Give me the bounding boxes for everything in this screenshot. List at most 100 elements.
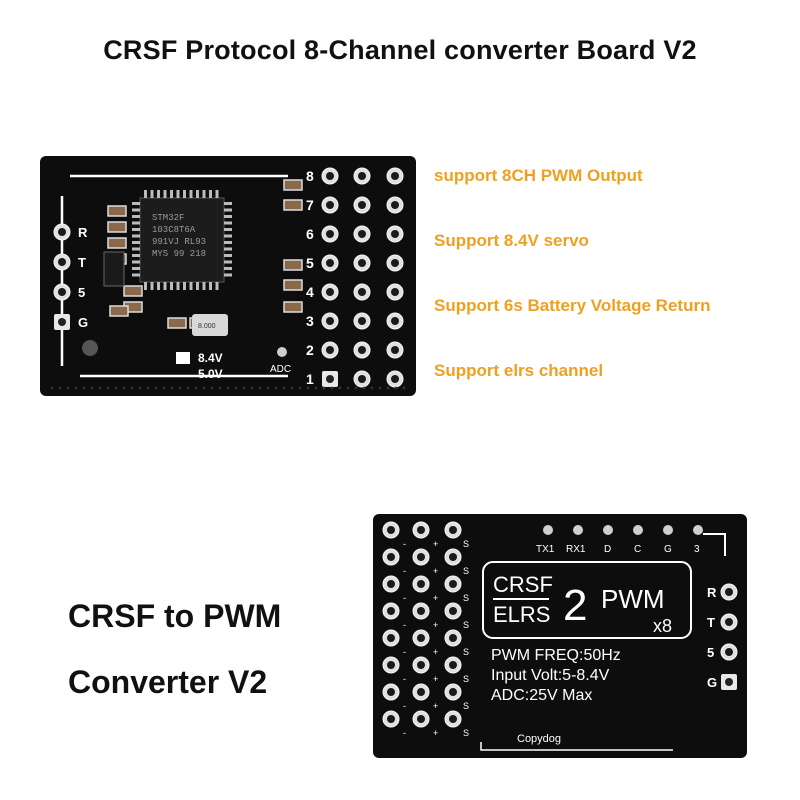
top-pin-3 xyxy=(693,525,703,535)
column-mark-plus: + xyxy=(433,728,438,738)
border-dot xyxy=(354,386,358,390)
top-pin-label-1: RX1 xyxy=(566,544,586,555)
channel-pin-a-5-hole xyxy=(326,259,334,267)
top-pin-label-0: TX1 xyxy=(536,544,555,555)
chip-pin xyxy=(176,190,180,198)
bottom-side-pin-label-0: R xyxy=(707,585,717,600)
chip-pin xyxy=(189,282,193,290)
bottom-pin-c-6-hole xyxy=(449,688,457,696)
smd-component-12 xyxy=(283,301,303,313)
channel-pin-b-4-hole xyxy=(358,288,366,296)
logo-crsf: CRSF xyxy=(493,572,553,597)
border-dot xyxy=(362,386,366,390)
chip-pin xyxy=(209,282,212,290)
chip-pin xyxy=(183,282,186,290)
smd-component-4 xyxy=(123,285,143,297)
column-mark-minus: - xyxy=(403,647,406,657)
border-dot xyxy=(330,386,334,390)
bottom-side-pin-R-hole xyxy=(725,588,733,596)
bottom-side-pin-G-hole xyxy=(725,678,733,686)
border-dot xyxy=(82,386,86,390)
border-dot xyxy=(202,386,206,390)
channel-pin-a-7-hole xyxy=(326,201,334,209)
column-mark-s: S xyxy=(463,566,469,576)
column-mark-plus: + xyxy=(433,593,438,603)
bottom-pin-a-0-hole xyxy=(387,526,395,534)
border-dot xyxy=(402,386,406,390)
border-dot xyxy=(194,386,198,390)
column-mark-minus: - xyxy=(403,728,406,738)
bottom-pin-b-4-hole xyxy=(417,634,425,642)
border-dot xyxy=(58,386,62,390)
bottom-side-pin-label-2: 5 xyxy=(707,645,714,660)
top-pin-TX1 xyxy=(543,525,553,535)
border-dot xyxy=(266,386,270,390)
border-dot xyxy=(138,386,142,390)
column-mark-plus: + xyxy=(433,539,438,549)
border-dot xyxy=(378,386,382,390)
logo-multiplier: x8 xyxy=(653,616,672,636)
logo-pwm: PWM xyxy=(601,584,665,614)
chip-pin xyxy=(202,190,206,198)
bottom-pin-c-7-hole xyxy=(449,715,457,723)
chip-marking-0: STM32F xyxy=(152,213,184,223)
chip-pin xyxy=(132,267,140,270)
top-pin-label-5: 3 xyxy=(694,544,700,555)
bottom-pin-b-5-hole xyxy=(417,661,425,669)
channel-pin-c-1-hole xyxy=(391,375,399,383)
border-dot xyxy=(162,386,166,390)
channel-number-3: 3 xyxy=(306,313,314,329)
chip-pin xyxy=(215,282,219,290)
chip-marking-2: 991VJ RL93 xyxy=(152,237,206,247)
channel-pin-b-8-hole xyxy=(358,172,366,180)
chip-pin xyxy=(224,208,232,212)
chip-pin xyxy=(224,260,232,264)
border-dot xyxy=(250,386,254,390)
border-dot xyxy=(74,386,78,390)
chip-pin xyxy=(170,282,173,290)
chip-pin xyxy=(196,282,199,290)
chip-pin xyxy=(163,282,167,290)
border-dot xyxy=(146,386,150,390)
channel-number-2: 2 xyxy=(306,342,314,358)
feature-elrs-channel: Support elrs channel xyxy=(434,361,604,380)
border-dot xyxy=(218,386,222,390)
column-mark-s: S xyxy=(463,674,469,684)
chip-pin xyxy=(132,254,140,257)
border-dot xyxy=(394,386,398,390)
chip-pin xyxy=(132,202,140,205)
side-pin-T-hole xyxy=(58,258,66,266)
chip-pin xyxy=(144,190,147,198)
mcu-chip xyxy=(139,197,225,283)
border-dot xyxy=(346,386,350,390)
jumper-pad xyxy=(176,352,190,364)
bottom-side-pin-5-hole xyxy=(725,648,733,656)
column-mark-minus: - xyxy=(403,539,406,549)
smd-component-8 xyxy=(283,179,303,191)
border-dot xyxy=(338,386,342,390)
chip-pin xyxy=(224,221,232,225)
channel-pin-b-2-hole xyxy=(358,346,366,354)
bottom-side-pin-T-hole xyxy=(725,618,733,626)
bottom-pin-c-2-hole xyxy=(449,580,457,588)
bottom-pin-c-4-hole xyxy=(449,634,457,642)
channel-pin-c-4-hole xyxy=(391,288,399,296)
channel-pin-a-6-hole xyxy=(326,230,334,238)
voltage-label-high: 8.4V xyxy=(198,351,223,365)
channel-number-6: 6 xyxy=(306,226,314,242)
column-mark-plus: + xyxy=(433,566,438,576)
silk-bottom-line xyxy=(480,742,673,751)
smd-component-1 xyxy=(107,221,127,233)
border-dot xyxy=(130,386,134,390)
logo-elrs: ELRS xyxy=(493,602,550,627)
channel-pin-c-7-hole xyxy=(391,201,399,209)
chip-pin xyxy=(132,247,140,251)
feature-servo-voltage: Support 8.4V servo xyxy=(434,231,589,250)
chip-pin xyxy=(132,215,140,218)
border-dot xyxy=(370,386,374,390)
chip-pin xyxy=(209,190,212,198)
chip-pin xyxy=(224,247,232,251)
top-pin-G xyxy=(663,525,673,535)
smd-component-10 xyxy=(283,259,303,271)
chip-pin xyxy=(215,190,219,198)
